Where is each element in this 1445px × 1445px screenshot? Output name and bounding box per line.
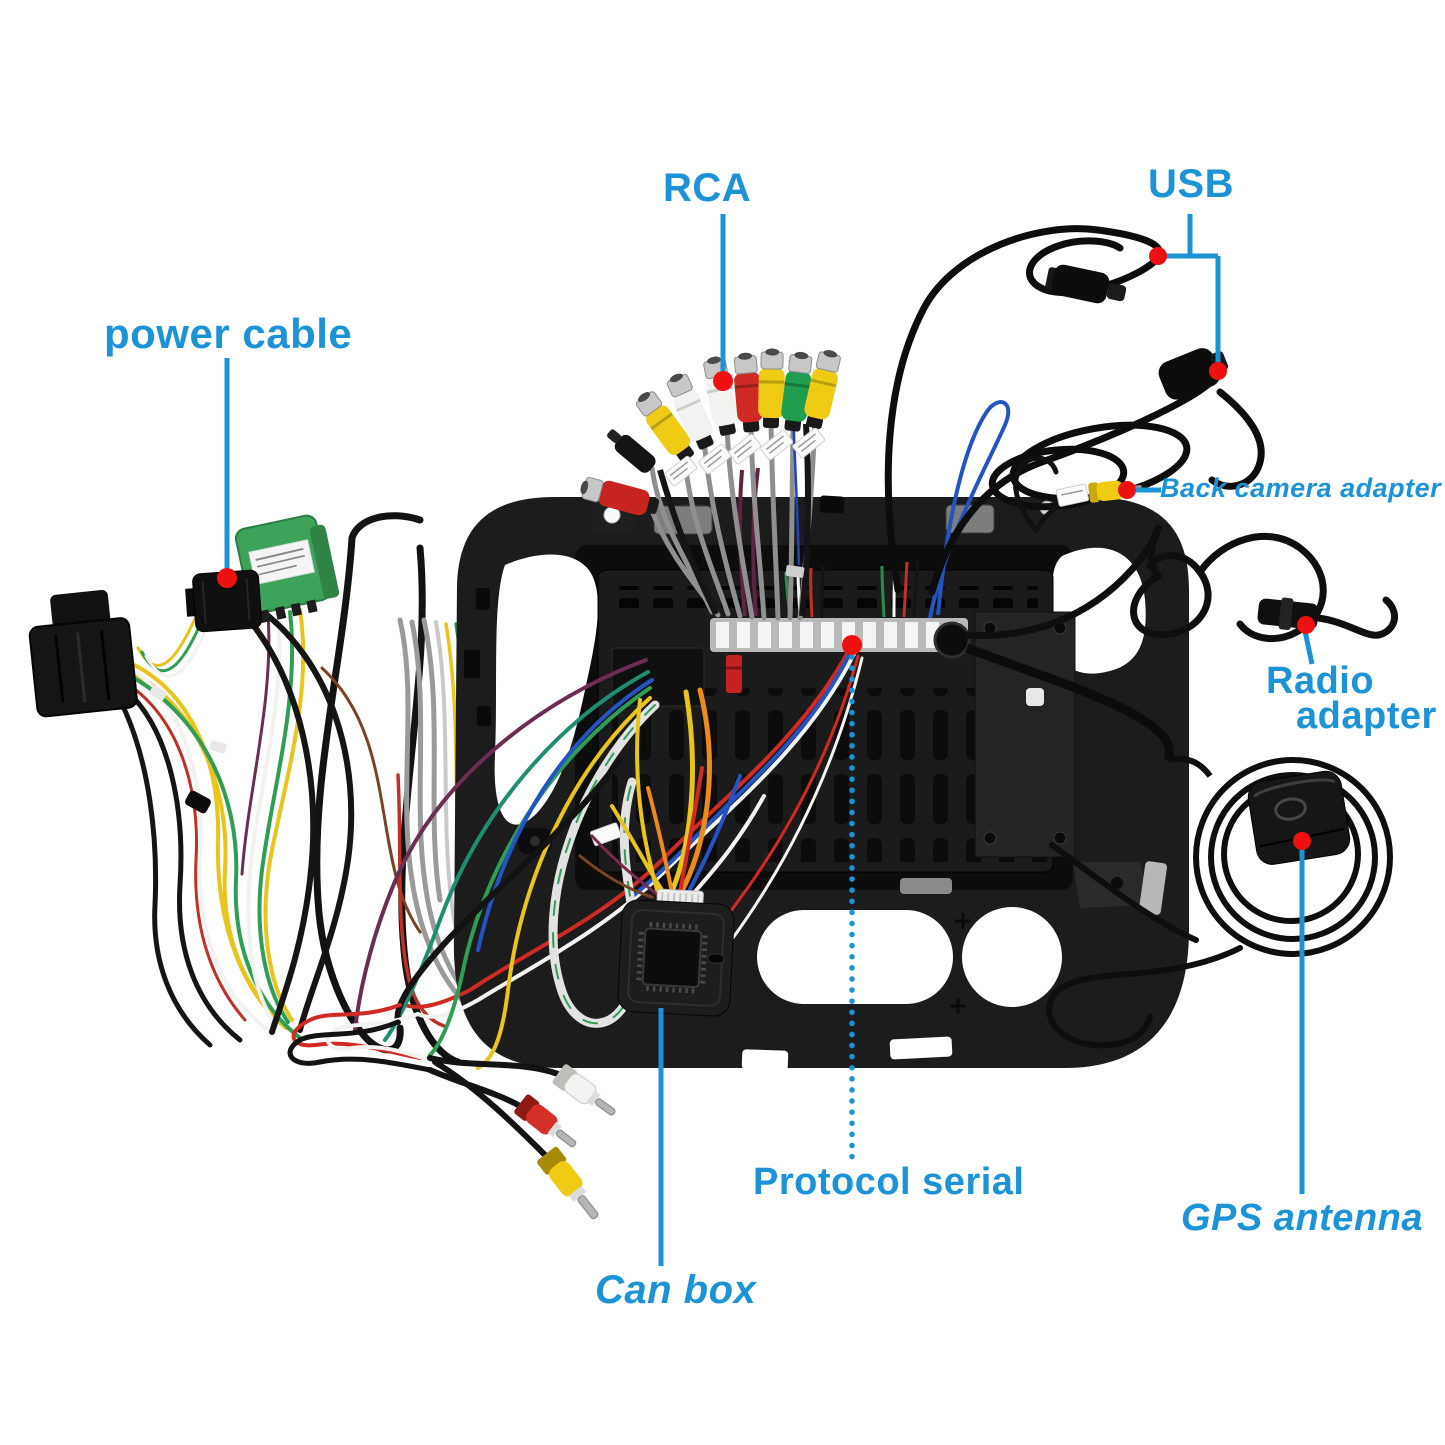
marker-dot-usb-1 (1149, 247, 1167, 265)
marker-dot-rca (713, 371, 733, 391)
frame-silver-patch (1139, 861, 1167, 915)
inline-plug (185, 790, 211, 814)
rca-plug-yellow-3 (804, 349, 841, 429)
label-can-box: Can box (595, 1268, 757, 1312)
marker-dot-back-camera (1118, 481, 1136, 499)
leader-usb (1158, 214, 1221, 370)
rca-plug-yellow-2 (758, 348, 785, 429)
label-gps-antenna: GPS antenna (1181, 1197, 1423, 1239)
label-protocol-serial: Protocol serial (753, 1161, 1025, 1203)
power-iso-connector (28, 589, 138, 718)
can-box-wires (578, 687, 766, 903)
usb-cable-1 (884, 225, 1163, 594)
frame-cross-screws (950, 913, 971, 1014)
rca-plug-white (666, 373, 714, 450)
rca-male-plug-red (514, 1094, 577, 1148)
usb-plug-1 (1045, 264, 1127, 304)
barrel-connector (607, 429, 656, 473)
power-harness-wires (117, 605, 355, 1048)
wire-flags (664, 427, 826, 487)
label-back-camera-adapter: Back camera adapter (1160, 473, 1442, 503)
frame-left-opening (494, 554, 598, 825)
label-rca: RCA (663, 166, 752, 210)
label-usb: USB (1148, 162, 1234, 206)
fuse-holder (726, 655, 742, 693)
frame-bottom-slot-opening (757, 910, 953, 1004)
antenna-jack (933, 621, 971, 659)
marker-dot-gps (1293, 832, 1311, 850)
marker-dot-protocol (842, 635, 862, 655)
cable-tie (209, 740, 227, 754)
wire-flag (590, 822, 622, 847)
rca-plug-red (733, 352, 764, 433)
rca-plug-red-left (580, 476, 660, 516)
marker-dot-usb-2 (1209, 362, 1227, 380)
label-power-cable: power cable (104, 310, 353, 357)
rca-plug-yellow (635, 391, 694, 462)
marker-dot-power (217, 568, 237, 588)
frame-bottom-round-opening (962, 907, 1062, 1007)
power-black-connector (185, 569, 262, 633)
wire-flag (1055, 483, 1090, 507)
leader-radio-adapter (1302, 630, 1315, 665)
antenna-cable (965, 643, 1174, 762)
rca-plug-green (781, 351, 813, 432)
gps-antenna (1046, 755, 1393, 1049)
gps-cable-coil (1193, 757, 1393, 957)
rca-male-plug-yellow (537, 1146, 599, 1220)
radio-adapter (1130, 524, 1398, 643)
marker-dot-radio-adapter (1297, 616, 1315, 634)
rca-harness (580, 348, 841, 621)
rca-male-plug-white (552, 1064, 616, 1116)
back-camera-adapter (1013, 455, 1142, 533)
label-radio-adapter: Radio adapter (1266, 660, 1437, 737)
head-unit (597, 400, 1174, 873)
gps-antenna-puck (1247, 770, 1351, 865)
annotations (217, 214, 1315, 1266)
label-radio-adapter-line1: Radio (1266, 660, 1375, 702)
rca-male-tails (287, 1003, 561, 1161)
label-radio-adapter-line2: adapter (1296, 695, 1437, 737)
cable-tie (149, 685, 167, 701)
can-box (617, 888, 735, 1017)
main-connector-strip (710, 618, 968, 652)
